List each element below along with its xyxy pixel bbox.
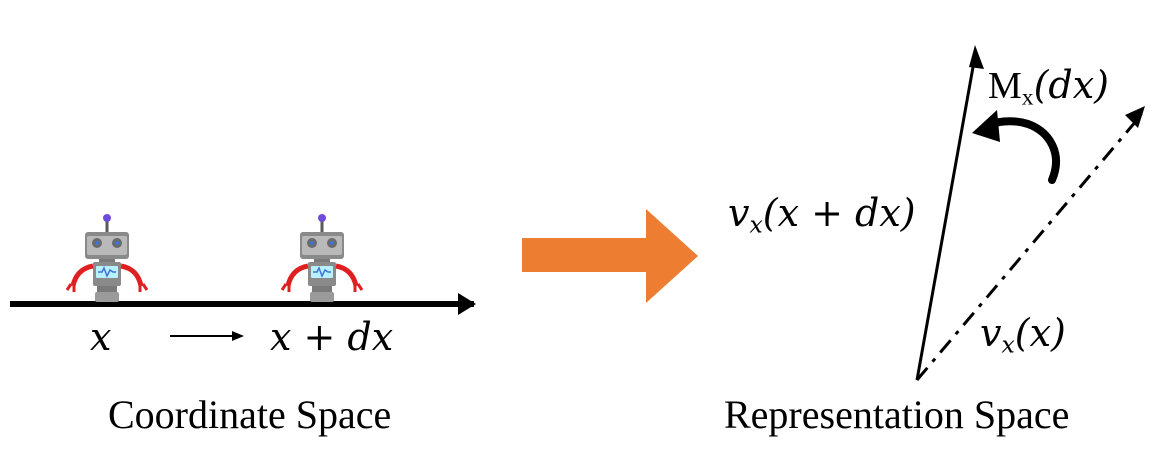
vector-start-arrowhead [1125, 106, 1145, 128]
robot-screen [96, 266, 118, 278]
robot-icon [280, 214, 364, 302]
coordinate-space-caption: Coordinate Space [108, 392, 392, 437]
vector-start-line [915, 113, 1144, 381]
robot-eye-left [95, 241, 99, 245]
robot-claw-left [280, 283, 291, 292]
vector-end-label: vx(x + dx) [728, 191, 916, 239]
coordinate-axis-arrowhead [458, 293, 476, 315]
vector-end-line [915, 55, 977, 381]
robot-antenna [103, 214, 111, 222]
robot-claw-right [138, 283, 149, 292]
position-end-label: x + dx [270, 315, 394, 359]
movement-arrow-head [232, 331, 244, 341]
representation-space-caption: Representation Space [724, 392, 1070, 437]
robot-icon [65, 214, 149, 302]
curved-arrow-head [972, 110, 1000, 142]
robot-antenna [318, 214, 326, 222]
robot-eye-left [310, 241, 314, 245]
transition-arrow-shape [522, 209, 698, 303]
vector-start-label: vx(x) [980, 311, 1066, 359]
robot-arm-right [335, 263, 359, 287]
position-start-label: x [90, 315, 112, 359]
robot-eye-right [115, 241, 119, 245]
vector-end-arrowhead [969, 45, 984, 69]
orange-arrow-icon [522, 209, 698, 303]
robot-screen [311, 266, 333, 278]
robot-claw-left [65, 283, 76, 292]
robot-eye-right [330, 241, 334, 245]
transform-label: Mx(dx) [988, 63, 1109, 111]
robot-claw-right [353, 283, 364, 292]
robot-arm-left [285, 263, 309, 287]
robot-arm-right [120, 263, 144, 287]
robot-arm-left [70, 263, 94, 287]
